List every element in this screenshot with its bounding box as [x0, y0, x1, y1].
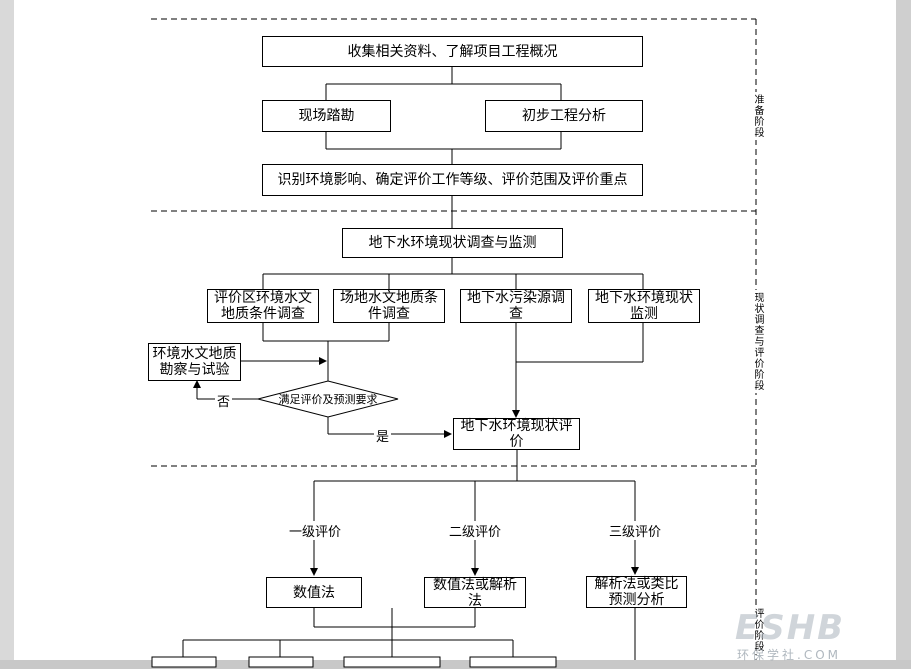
- page-edge-right: [896, 0, 911, 669]
- numeric-or-analytic-box: 数值法或解析法: [424, 577, 526, 609]
- pollution-source-box: 地下水污染源调查: [460, 289, 572, 323]
- gw-status-monitor-box: 地下水环境现状监测: [588, 289, 700, 323]
- identify-impact-box: 识别环境影响、确定评价工作等级、评价范围及评价重点: [262, 164, 643, 196]
- stage-label-prep: 准备阶段: [750, 92, 765, 140]
- decision-diamond: [257, 380, 399, 418]
- stage-label-survey-eval: 现状调查与评价阶段: [750, 290, 765, 393]
- gw-status-eval-box: 地下水环境现状评价: [453, 418, 580, 450]
- stage-label-predict: 评价阶段: [750, 606, 765, 654]
- decision-label: 满足评价及预测要求: [278, 393, 378, 406]
- numeric-method-box: 数值法: [266, 577, 362, 608]
- level3-label: 三级评价: [607, 521, 664, 540]
- watermark-logo: ESHB 环保学社.COM: [735, 608, 905, 668]
- watermark-site-text: 环保学社.COM: [737, 648, 841, 662]
- no-label: 否: [215, 391, 233, 410]
- analytic-or-analog-box: 解析法或类比预测分析: [586, 576, 687, 608]
- hydro-exploration-box: 环境水文地质勘察与试验: [148, 343, 241, 381]
- stage-dividers: [151, 18, 757, 660]
- page-edge-bottom: [0, 660, 911, 669]
- hydro-eval-area-box: 评价区环境水文地质条件调查: [207, 289, 319, 323]
- gw-survey-box: 地下水环境现状调查与监测: [342, 228, 563, 258]
- prelim-analysis-box: 初步工程分析: [485, 100, 643, 132]
- site-survey-box: 现场踏勘: [262, 100, 391, 132]
- diagram-sheet: [14, 0, 896, 660]
- level1-label: 一级评价: [287, 521, 344, 540]
- level2-label: 二级评价: [447, 521, 504, 540]
- yes-label: 是: [374, 426, 392, 445]
- watermark-logo-text: ESHB: [735, 608, 846, 648]
- collect-info-box: 收集相关资料、了解项目工程概况: [262, 36, 643, 67]
- hydro-site-box: 场地水文地质条件调查: [333, 289, 445, 323]
